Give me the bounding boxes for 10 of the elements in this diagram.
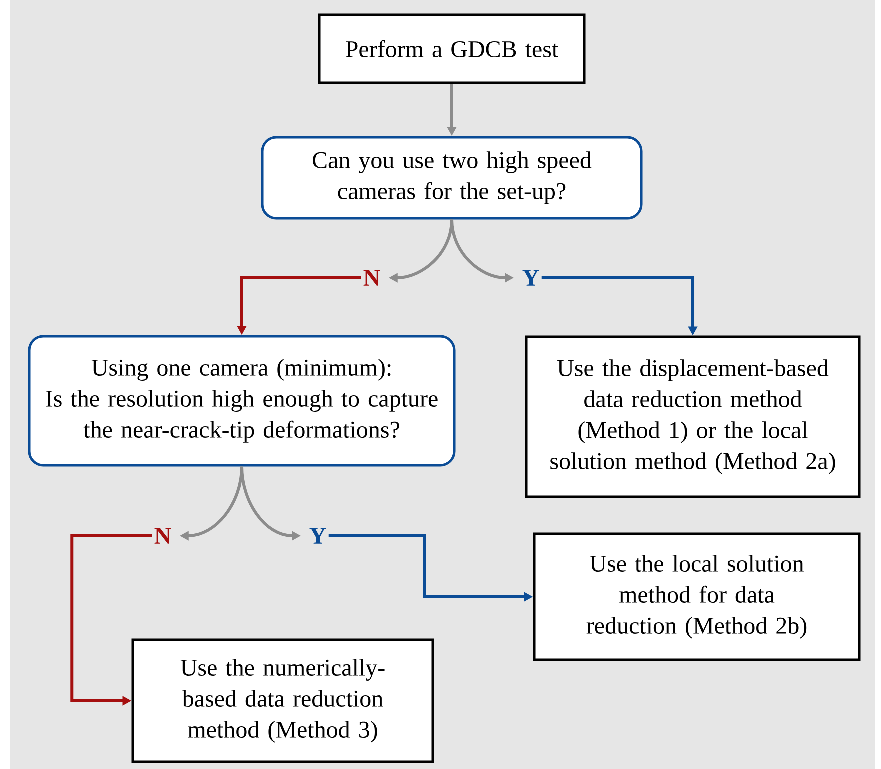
question-box: Using one camera (minimum): Is the resolution high enough to capture the near-crack-tip deformations? <box>28 335 456 467</box>
action-box: Use the displacement-based data reduction method (Method 1) or the local solution method (Method 2a) <box>525 336 861 498</box>
question-box: Can you use two high speed cameras for the set-up? <box>261 136 643 220</box>
action-box: Perform a GDCB test <box>318 14 586 84</box>
action-box: Use the local solution method for data reduction (Method 2b) <box>533 532 861 662</box>
answer-label: Y <box>310 528 326 544</box>
answer-label: N <box>154 528 172 544</box>
answer-label: N <box>364 270 380 286</box>
action-box: Use the numerically-based data reduction method (Method 3) <box>132 638 434 764</box>
answer-label: Y <box>522 270 540 286</box>
